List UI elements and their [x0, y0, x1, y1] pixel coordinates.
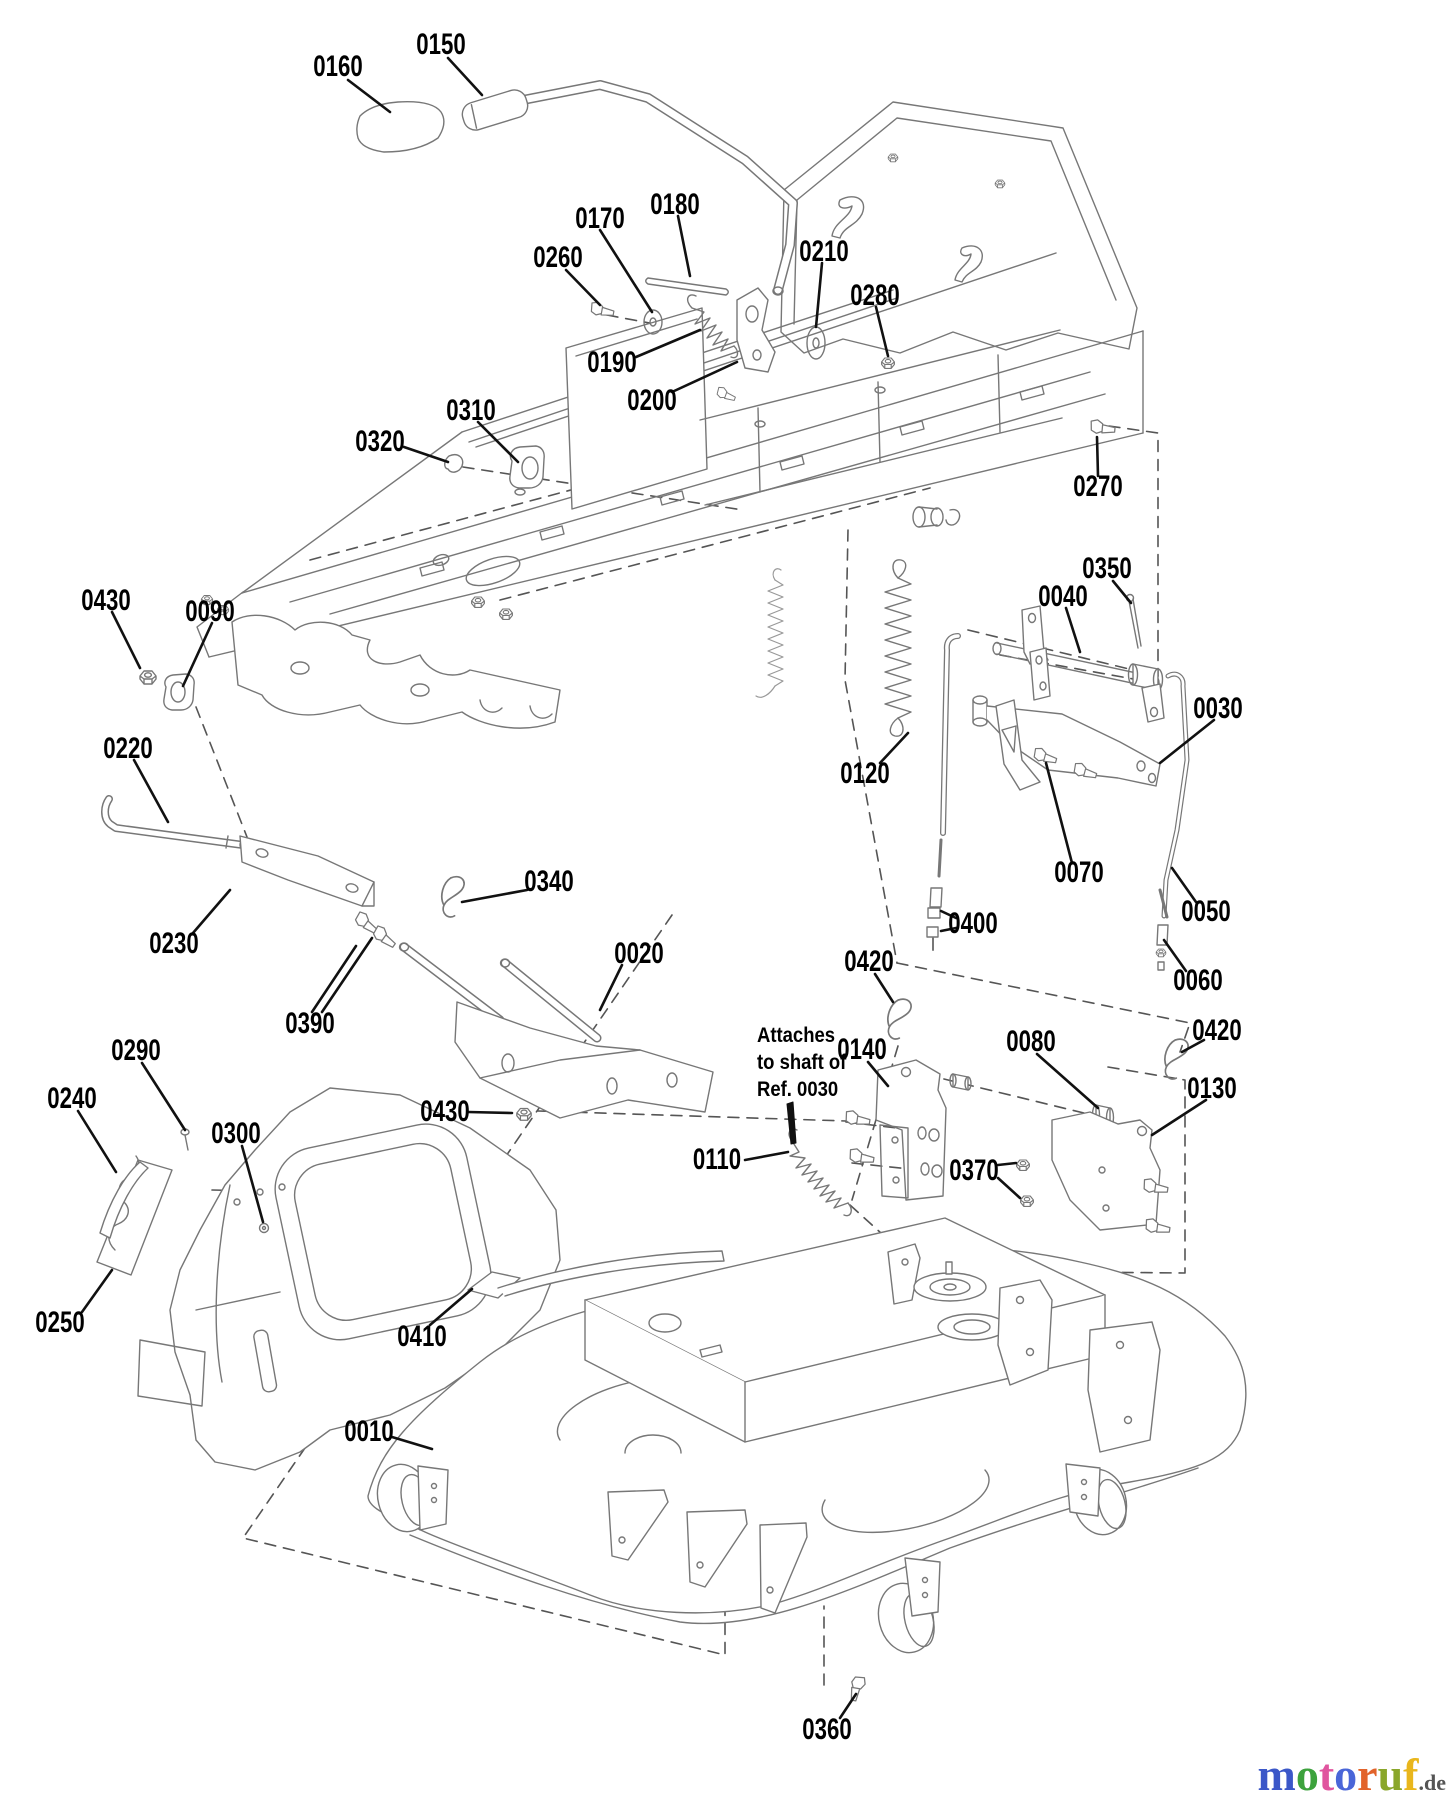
watermark: motoruf.de — [1258, 1748, 1447, 1800]
chassis-frame — [196, 101, 1144, 729]
part-label-0010: 0010 — [344, 1415, 394, 1448]
part-label-0060: 0060 — [1173, 964, 1223, 997]
part-label-0400: 0400 — [948, 907, 998, 940]
part-label-0090: 0090 — [185, 595, 235, 628]
leader-lines — [76, 56, 1216, 1720]
part-label-0260: 0260 — [533, 241, 583, 274]
part-label-0270: 0270 — [1073, 470, 1123, 503]
part-label-0020: 0020 — [614, 937, 664, 970]
part-label-0420: 0420 — [844, 945, 894, 978]
note-line: Attaches — [757, 1024, 836, 1047]
part-label-0160: 0160 — [313, 50, 363, 83]
part-label-0130: 0130 — [1187, 1072, 1237, 1105]
part-label-0240: 0240 — [47, 1082, 97, 1115]
watermark-letter: u — [1377, 1749, 1404, 1800]
part-label-0410: 0410 — [397, 1320, 447, 1353]
watermark-letter: m — [1257, 1749, 1296, 1800]
part-label-0190: 0190 — [587, 346, 637, 379]
watermark-letter: o — [1295, 1749, 1319, 1800]
part-label-0390: 0390 — [285, 1007, 335, 1040]
mower-deck — [367, 1217, 1247, 1703]
part-label-0220: 0220 — [103, 732, 153, 765]
watermark-suffix: .de — [1418, 1770, 1447, 1795]
lift-handle — [356, 80, 798, 296]
part-label-0350: 0350 — [1082, 552, 1132, 585]
deck-hanger-brackets — [788, 995, 1191, 1236]
part-label-0080: 0080 — [1006, 1025, 1056, 1058]
watermark-letter: f — [1403, 1749, 1419, 1800]
part-label-0290: 0290 — [111, 1034, 161, 1067]
part-label-0430: 0430 — [81, 584, 131, 617]
watermark-letter: o — [1334, 1749, 1358, 1800]
part-label-0280: 0280 — [850, 279, 900, 312]
part-label-0140: 0140 — [837, 1033, 887, 1066]
part-label-0120: 0120 — [840, 757, 890, 790]
part-label-0150: 0150 — [416, 28, 466, 61]
right-linkage — [884, 559, 1190, 971]
latch-parts — [444, 277, 1117, 489]
part-label-0070: 0070 — [1054, 856, 1104, 889]
part-label-0300: 0300 — [211, 1117, 261, 1150]
watermark-letter: r — [1357, 1749, 1378, 1800]
part-label-0040: 0040 — [1038, 580, 1088, 613]
watermark-word: motoruf — [1258, 1749, 1419, 1800]
part-label-0180: 0180 — [650, 188, 700, 221]
part-label-0230: 0230 — [149, 927, 199, 960]
seat-pan — [96, 1087, 561, 1471]
part-label-0210: 0210 — [799, 235, 849, 268]
part-label-0030: 0030 — [1193, 692, 1243, 725]
watermark-letter: t — [1318, 1749, 1335, 1800]
part-label-0320: 0320 — [355, 425, 405, 458]
part-label-0200: 0200 — [627, 384, 677, 417]
part-label-0310: 0310 — [446, 394, 496, 427]
part-label-0250: 0250 — [35, 1306, 85, 1339]
part-label-0340: 0340 — [524, 865, 574, 898]
note-line: Ref. 0030 — [757, 1078, 839, 1101]
part-label-0170: 0170 — [575, 202, 625, 235]
baffle-strip — [467, 1250, 725, 1299]
part-label-0370: 0370 — [949, 1154, 999, 1187]
left-linkage — [101, 670, 714, 1121]
part-label-0430: 0430 — [420, 1095, 470, 1128]
part-label-0420: 0420 — [1192, 1014, 1242, 1047]
part-label-0110: 0110 — [692, 1143, 742, 1176]
part-label-0050: 0050 — [1181, 895, 1231, 928]
note-attaches: Attaches to shaft of Ref. 0030 — [757, 1022, 858, 1103]
part-label-0360: 0360 — [802, 1713, 852, 1746]
note-line: to shaft of — [757, 1051, 847, 1074]
